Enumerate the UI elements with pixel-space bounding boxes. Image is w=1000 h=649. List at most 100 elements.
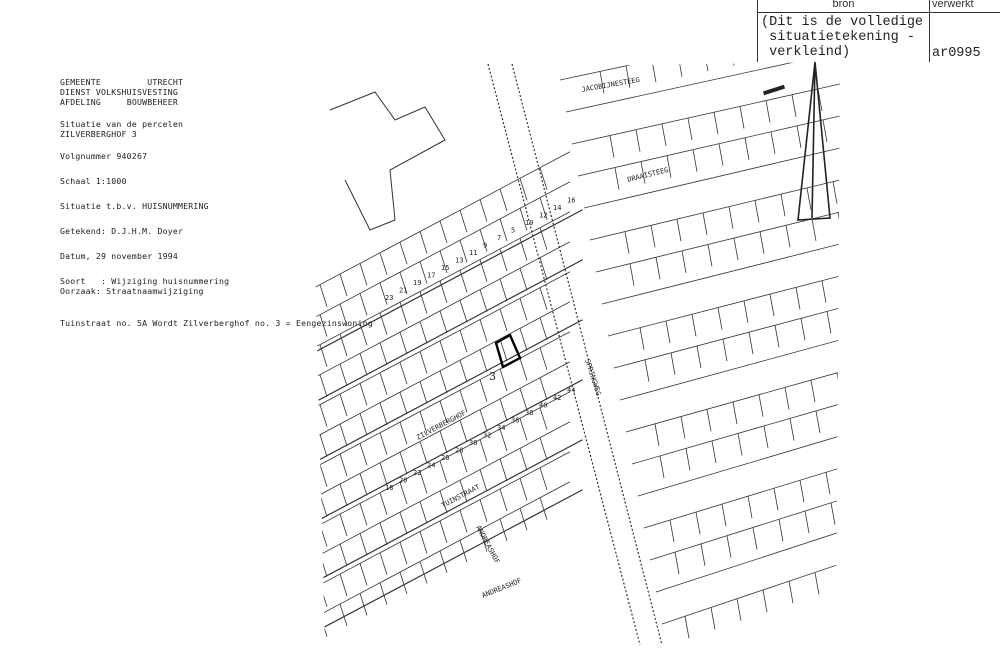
parcel-divider [722,338,728,362]
parcel-row-line [613,307,840,369]
parcel-row-line [649,499,840,561]
parcel-divider [763,425,769,448]
parcel-divider [703,62,709,72]
parcel-divider [539,347,548,370]
parcel-divider [519,208,528,231]
parcel-row-line [661,563,840,625]
parcel-divider [439,430,448,453]
parcel-divider [677,62,683,77]
map-parcels [310,27,897,639]
bron-header: bron [832,0,855,10]
house-number: 7 [497,234,501,242]
parcel-divider [479,409,488,432]
parcel-divider [359,383,368,406]
parcel-row-line [577,115,840,177]
parcel-divider [695,512,701,535]
parcel-divider [651,62,657,83]
parcel-divider [439,370,448,393]
parcel-divider [499,218,508,242]
parcel-divider [680,416,686,439]
parcel-divider [868,396,872,418]
parcel-divider [459,330,468,353]
parcel-divider [707,244,713,267]
parcel-divider [837,212,840,235]
parcel-divider [539,197,548,220]
parcel-divider [459,540,468,563]
parcel-divider [804,510,810,534]
parcel-divider [519,418,528,441]
parcel-divider [459,510,468,533]
parcel-divider [359,593,368,616]
parcel-divider [319,374,328,397]
parcel-divider [439,490,448,513]
parcel-divider [499,338,508,362]
change-note: Tuinstraat no. 5A Wordt Zilverberghof no… [60,318,373,328]
parcel-divider [539,317,548,340]
parcel-divider [399,362,408,385]
parcel-divider [499,368,508,392]
parcel-divider [379,372,388,395]
parcel-divider [609,135,615,158]
parcel-divider [808,27,812,49]
parcel-divider [893,546,897,568]
parcel-divider [479,529,488,552]
parcel-divider [770,131,776,154]
house-number: 38 [525,409,533,417]
parcel-divider [479,379,488,402]
parcel-divider [852,464,856,486]
cause: Oorzaak: Straatnaamwijziging [60,286,204,296]
parcel-divider [728,206,734,229]
parcel-divider [459,480,468,503]
parcel-divider [785,225,791,248]
parcel-divider [635,129,641,152]
house-number: 12 [539,212,547,220]
parcel-divider [419,321,428,344]
parcel-divider [359,263,368,286]
parcel-divider [830,502,836,525]
division-name: BOUWBEHEER [126,97,178,107]
title-line-2: ZILVERBERGHOF 3 [60,129,137,139]
house-number: 44 [567,387,575,395]
parcel-divider [639,327,645,350]
parcel-divider [669,519,675,543]
parcel-divider [339,543,348,567]
parcel-divider [539,407,548,430]
parcel-divider [499,518,508,542]
parcel-divider [319,494,328,517]
parcel-divider [796,125,802,148]
parcel-divider [666,155,672,178]
parcel-divider [539,497,548,520]
parcel-divider [419,501,428,524]
parcel-divider [339,483,348,507]
parcel-divider [822,119,828,142]
street-label-andreashof-2: ANDREASHOF [481,577,523,600]
parcel-divider [419,471,428,494]
parcel-divider [665,320,671,344]
parcel-divider [339,363,348,387]
highlighted-parcel [494,333,522,369]
municipality-label: GEMEENTE [60,77,102,87]
house-number: 10 [525,219,533,227]
parcel-divider [765,100,771,123]
parcel-divider [702,212,708,235]
parcel-divider [339,393,348,417]
parcel-divider [696,345,702,369]
parcel-divider [782,32,786,54]
parcel-divider [754,200,760,223]
north-arrow-icon [797,61,831,221]
house-number: 34 [497,424,505,432]
house-number: 20 [399,477,407,485]
parcel-divider [459,390,468,413]
house-number: 30 [469,439,477,447]
parcel-divider [439,400,448,423]
parcel-divider [379,342,388,365]
house-number: 22 [413,469,421,477]
parcel-row-line [637,435,840,497]
parcel-row-line [607,275,840,337]
parcel-divider [863,366,867,388]
parcel-divider [379,282,388,305]
parcel-divider [883,486,887,508]
drawn-by: Getekend: D.J.H.M. Doyer [60,226,184,236]
parcel-divider [459,240,468,263]
